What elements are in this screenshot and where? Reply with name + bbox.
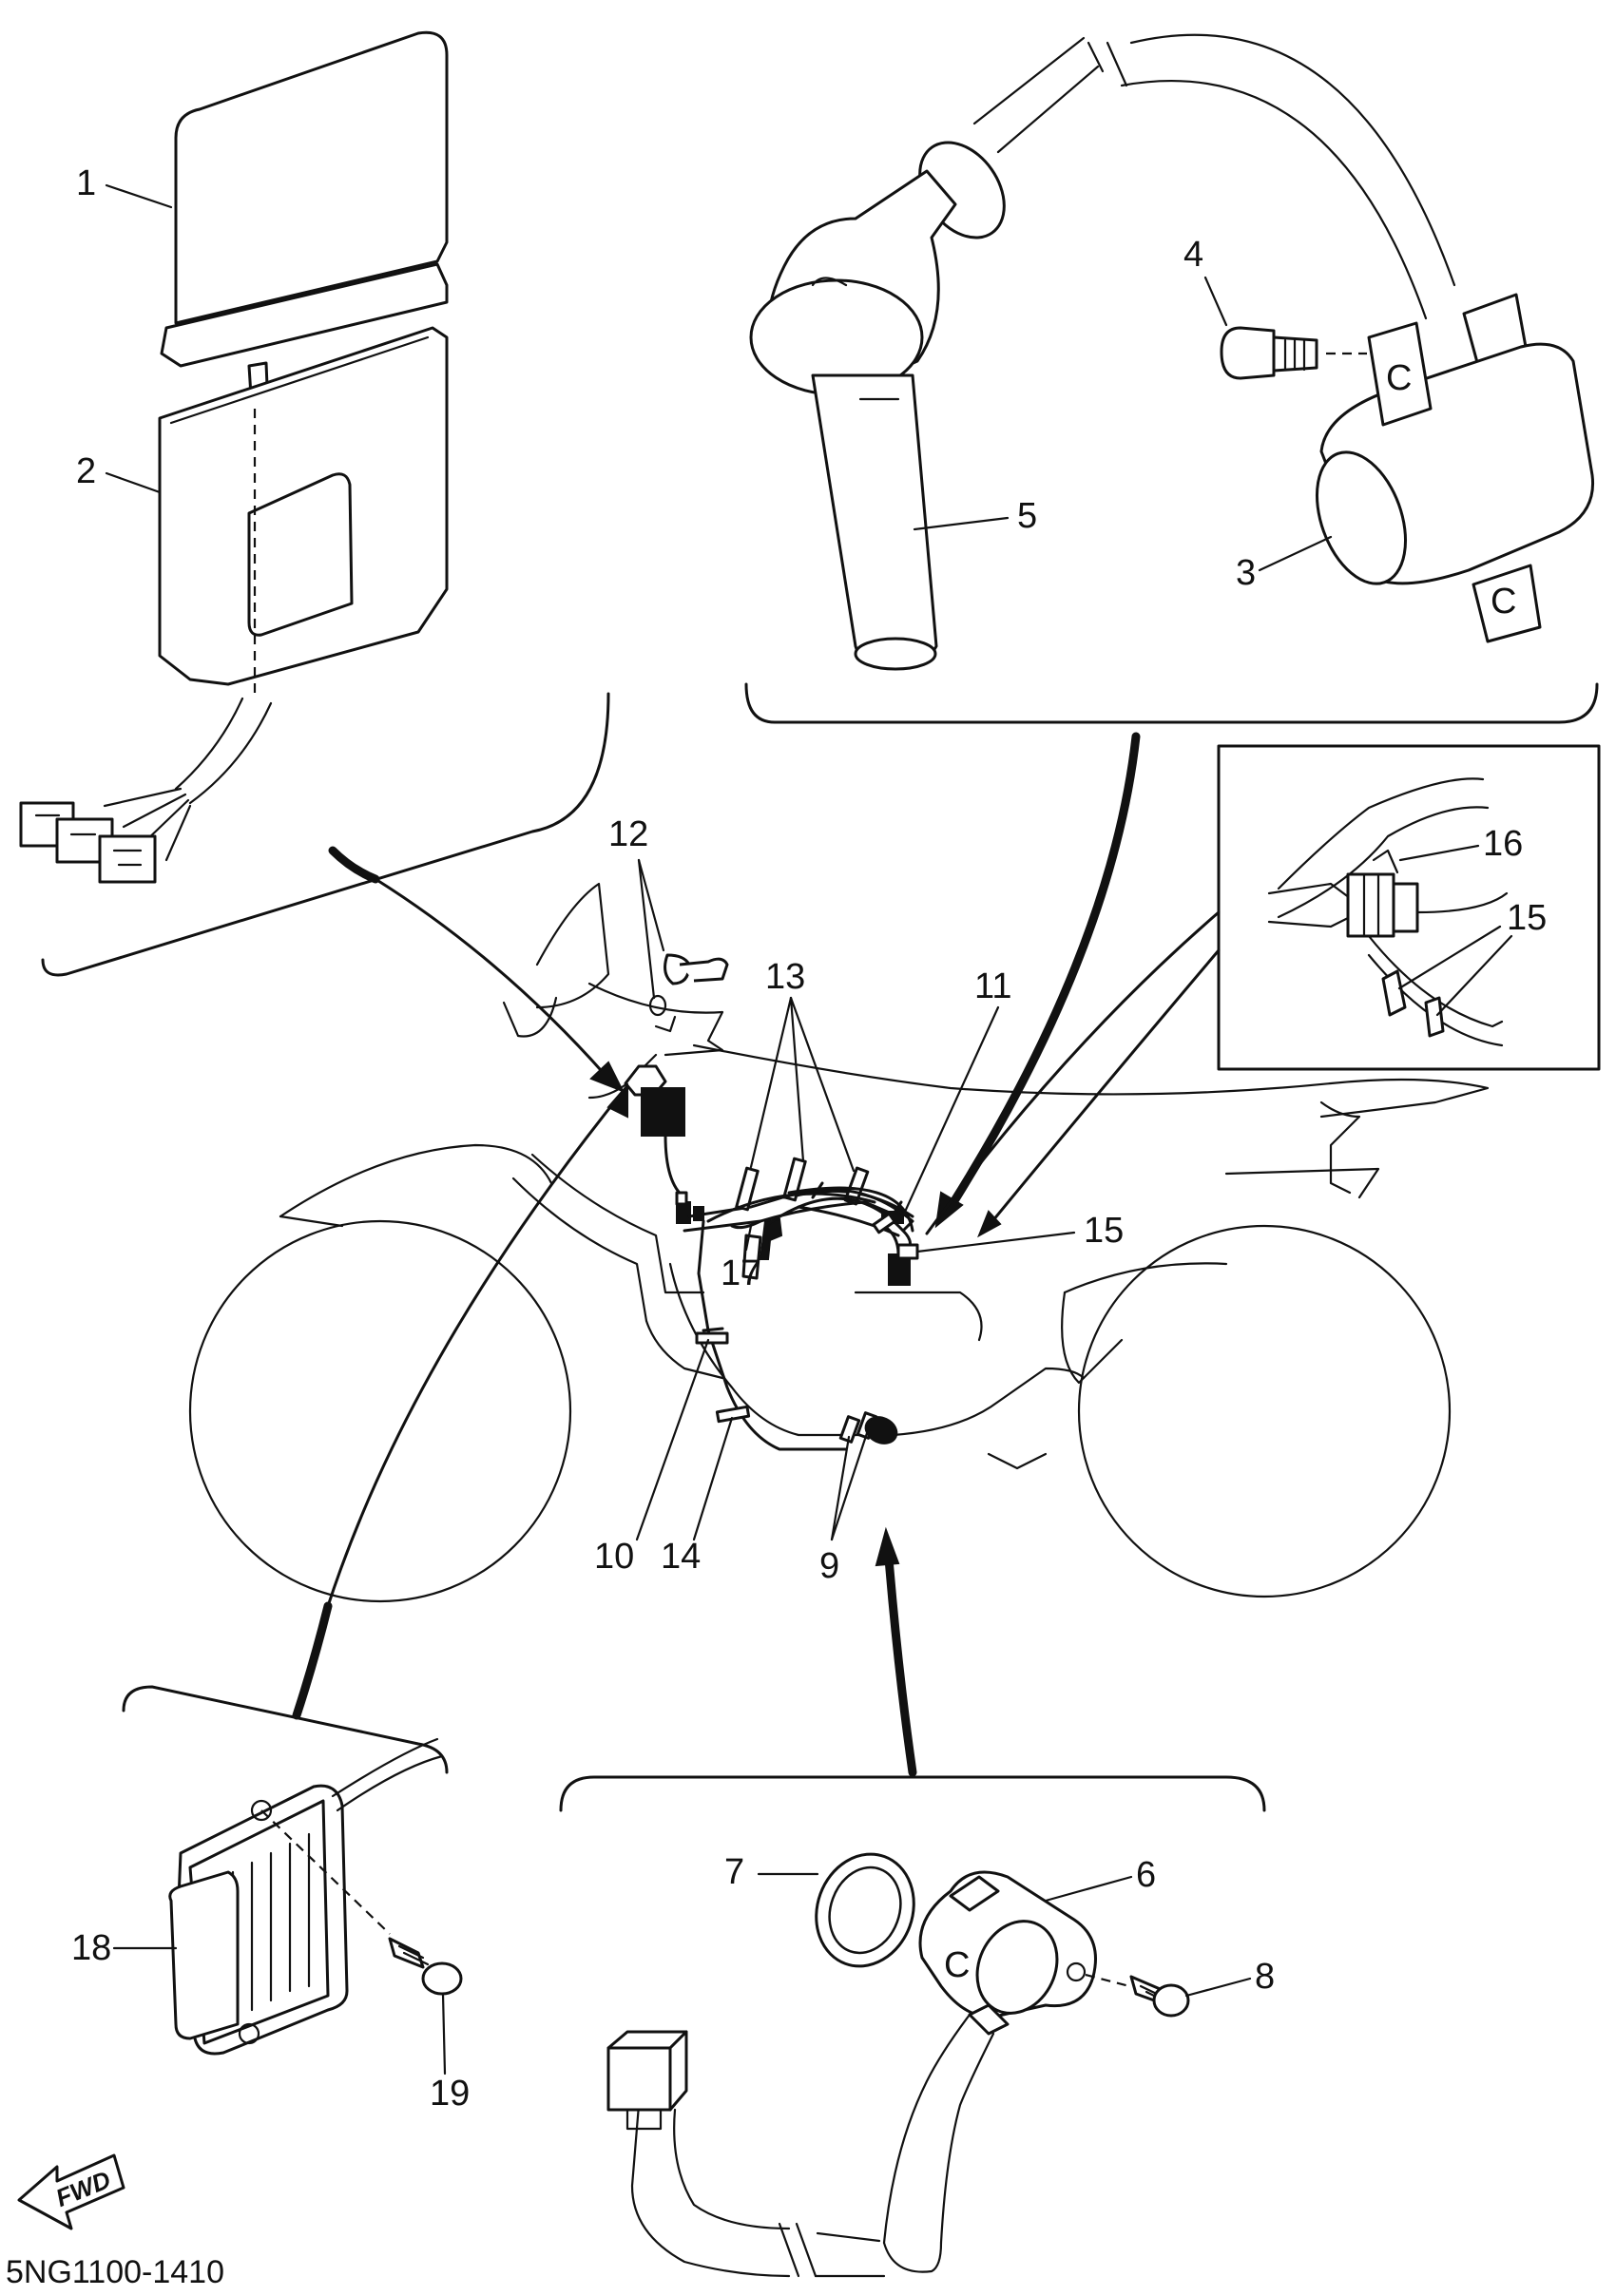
callout-17: 17 (721, 1253, 760, 1293)
callout-5: 5 (1017, 496, 1037, 536)
callout-14: 14 (661, 1537, 701, 1577)
coil-letter-upper: C (1386, 358, 1412, 398)
callout-13: 13 (765, 957, 805, 997)
wire-harness (624, 953, 919, 1451)
spark-plug-cap-assembly (749, 33, 1456, 671)
callout-12: 12 (608, 814, 648, 854)
callout-7: 7 (724, 1852, 744, 1892)
callout-6: 6 (1136, 1855, 1156, 1895)
callout-16: 16 (1483, 824, 1523, 864)
callout-8: 8 (1255, 1957, 1275, 1997)
callout-9: 9 (819, 1546, 839, 1586)
forward-direction-arrow: FWD (17, 2153, 125, 2230)
rectifier-regulator-assembly (122, 1685, 463, 2056)
sensor-letter: C (944, 1945, 970, 1985)
callout-19: 19 (430, 2074, 470, 2114)
diagram-part-number: 5NG1100-1410 (6, 2254, 224, 2290)
callout-18: 18 (71, 1928, 111, 1968)
ignition-coil-assembly: C C (744, 293, 1599, 724)
neutral-switch-assembly: C (559, 1775, 1266, 2278)
connector-detail-inset (1217, 744, 1601, 1071)
callout-11: 11 (974, 966, 1011, 1006)
pointer-arrows (292, 732, 1221, 1777)
callout-15: 15 (1084, 1211, 1124, 1251)
callout-2: 2 (76, 451, 96, 491)
callout-10: 10 (594, 1537, 634, 1577)
callout-3: 3 (1236, 553, 1256, 593)
callout-1: 1 (76, 163, 96, 203)
callout-15-inset: 15 (1507, 898, 1547, 938)
callout-4: 4 (1183, 235, 1203, 275)
coil-letter-lower: C (1491, 582, 1516, 622)
cdi-unit-assembly (19, 30, 610, 977)
